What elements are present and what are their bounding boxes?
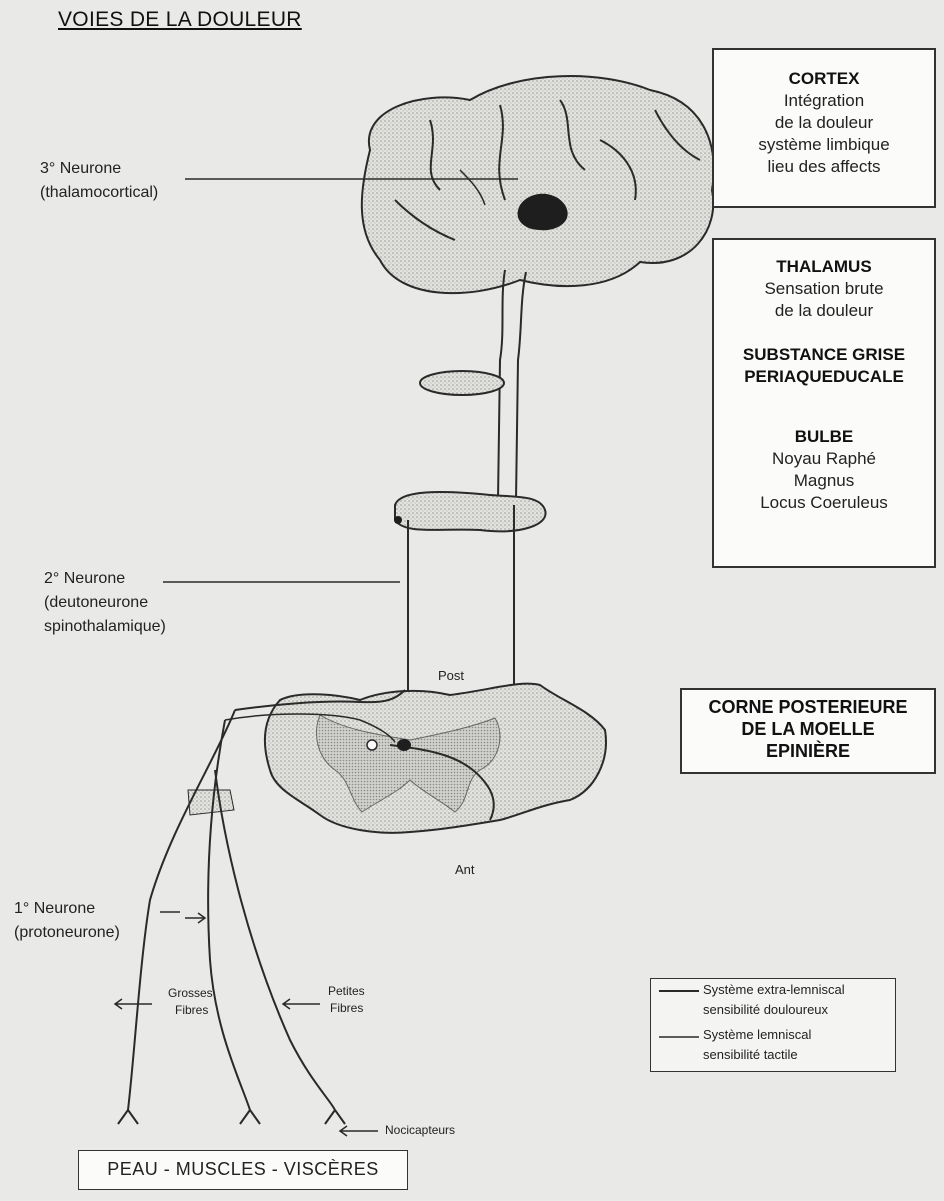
corne-line-2: DE LA MOELLE: [682, 718, 934, 740]
petites-fibres-label-1: Petites: [328, 984, 365, 998]
second-neuron-sub-1: (deutoneurone: [44, 594, 148, 612]
peau-muscles-visceres-box: PEAU - MUSCLES - VISCÈRES: [78, 1150, 408, 1190]
bulbe-title: BULBE: [714, 426, 934, 448]
corne-line-3: EPINIÈRE: [682, 740, 934, 762]
second-neuron-label: 2° Neurone: [44, 570, 125, 588]
cortex-line-4: lieu des affects: [714, 156, 934, 178]
nociceptors-label: Nocicapteurs: [385, 1123, 455, 1137]
third-neuron-sub: (thalamocortical): [40, 184, 158, 202]
legend-item-2-sub: sensibilité tactile: [703, 1047, 798, 1062]
peau-muscles-visceres-label: PEAU - MUSCLES - VISCÈRES: [107, 1159, 379, 1179]
corne-posterieure-box: CORNE POSTERIEURE DE LA MOELLE EPINIÈRE: [680, 688, 936, 774]
legend-item-2-title: Système lemniscal: [703, 1027, 811, 1042]
bulbe-line-3: Locus Coeruleus: [714, 492, 934, 514]
corne-line-1: CORNE POSTERIEURE: [682, 696, 934, 718]
cortex-line-2: de la douleur: [714, 112, 934, 134]
cortex-line-1: Intégration: [714, 90, 934, 112]
thalamus-line-2: de la douleur: [714, 300, 934, 322]
bulbe-line-1: Noyau Raphé: [714, 448, 934, 470]
first-neuron-label: 1° Neurone: [14, 900, 95, 918]
second-neuron-sub-2: spinothalamique): [44, 618, 166, 636]
cortex-line-3: système limbique: [714, 134, 934, 156]
post-label: Post: [438, 668, 464, 683]
legend-item-1-sub: sensibilité douloureux: [703, 1002, 828, 1017]
legend-item-1-title: Système extra-lemniscal: [703, 982, 845, 997]
legend-line-icons: [659, 979, 699, 1073]
grosses-fibres-label-2: Fibres: [175, 1003, 208, 1017]
brain-outline: [362, 76, 714, 293]
first-neuron-sub: (protoneurone): [14, 924, 120, 942]
legend-box: Système extra-lemniscal sensibilité doul…: [650, 978, 896, 1072]
periaqueductal-title-1: SUBSTANCE GRISE: [714, 344, 934, 366]
third-neuron-label: 3° Neurone: [40, 160, 121, 178]
thalamus-title: THALAMUS: [776, 257, 871, 276]
periaqueductal-title-2: PERIAQUEDUCALE: [714, 366, 934, 388]
brain-structures-box: THALAMUS Sensation brute de la douleur S…: [712, 238, 936, 568]
ant-label: Ant: [455, 862, 475, 877]
cortex-title: CORTEX: [789, 69, 860, 88]
cortex-box: CORTEX Intégration de la douleur système…: [712, 48, 936, 208]
grosses-fibres-label-1: Grosses: [168, 986, 213, 1000]
bulbe-line-2: Magnus: [714, 470, 934, 492]
petites-fibres-label-2: Fibres: [330, 1001, 363, 1015]
thalamus-line-1: Sensation brute: [714, 278, 934, 300]
